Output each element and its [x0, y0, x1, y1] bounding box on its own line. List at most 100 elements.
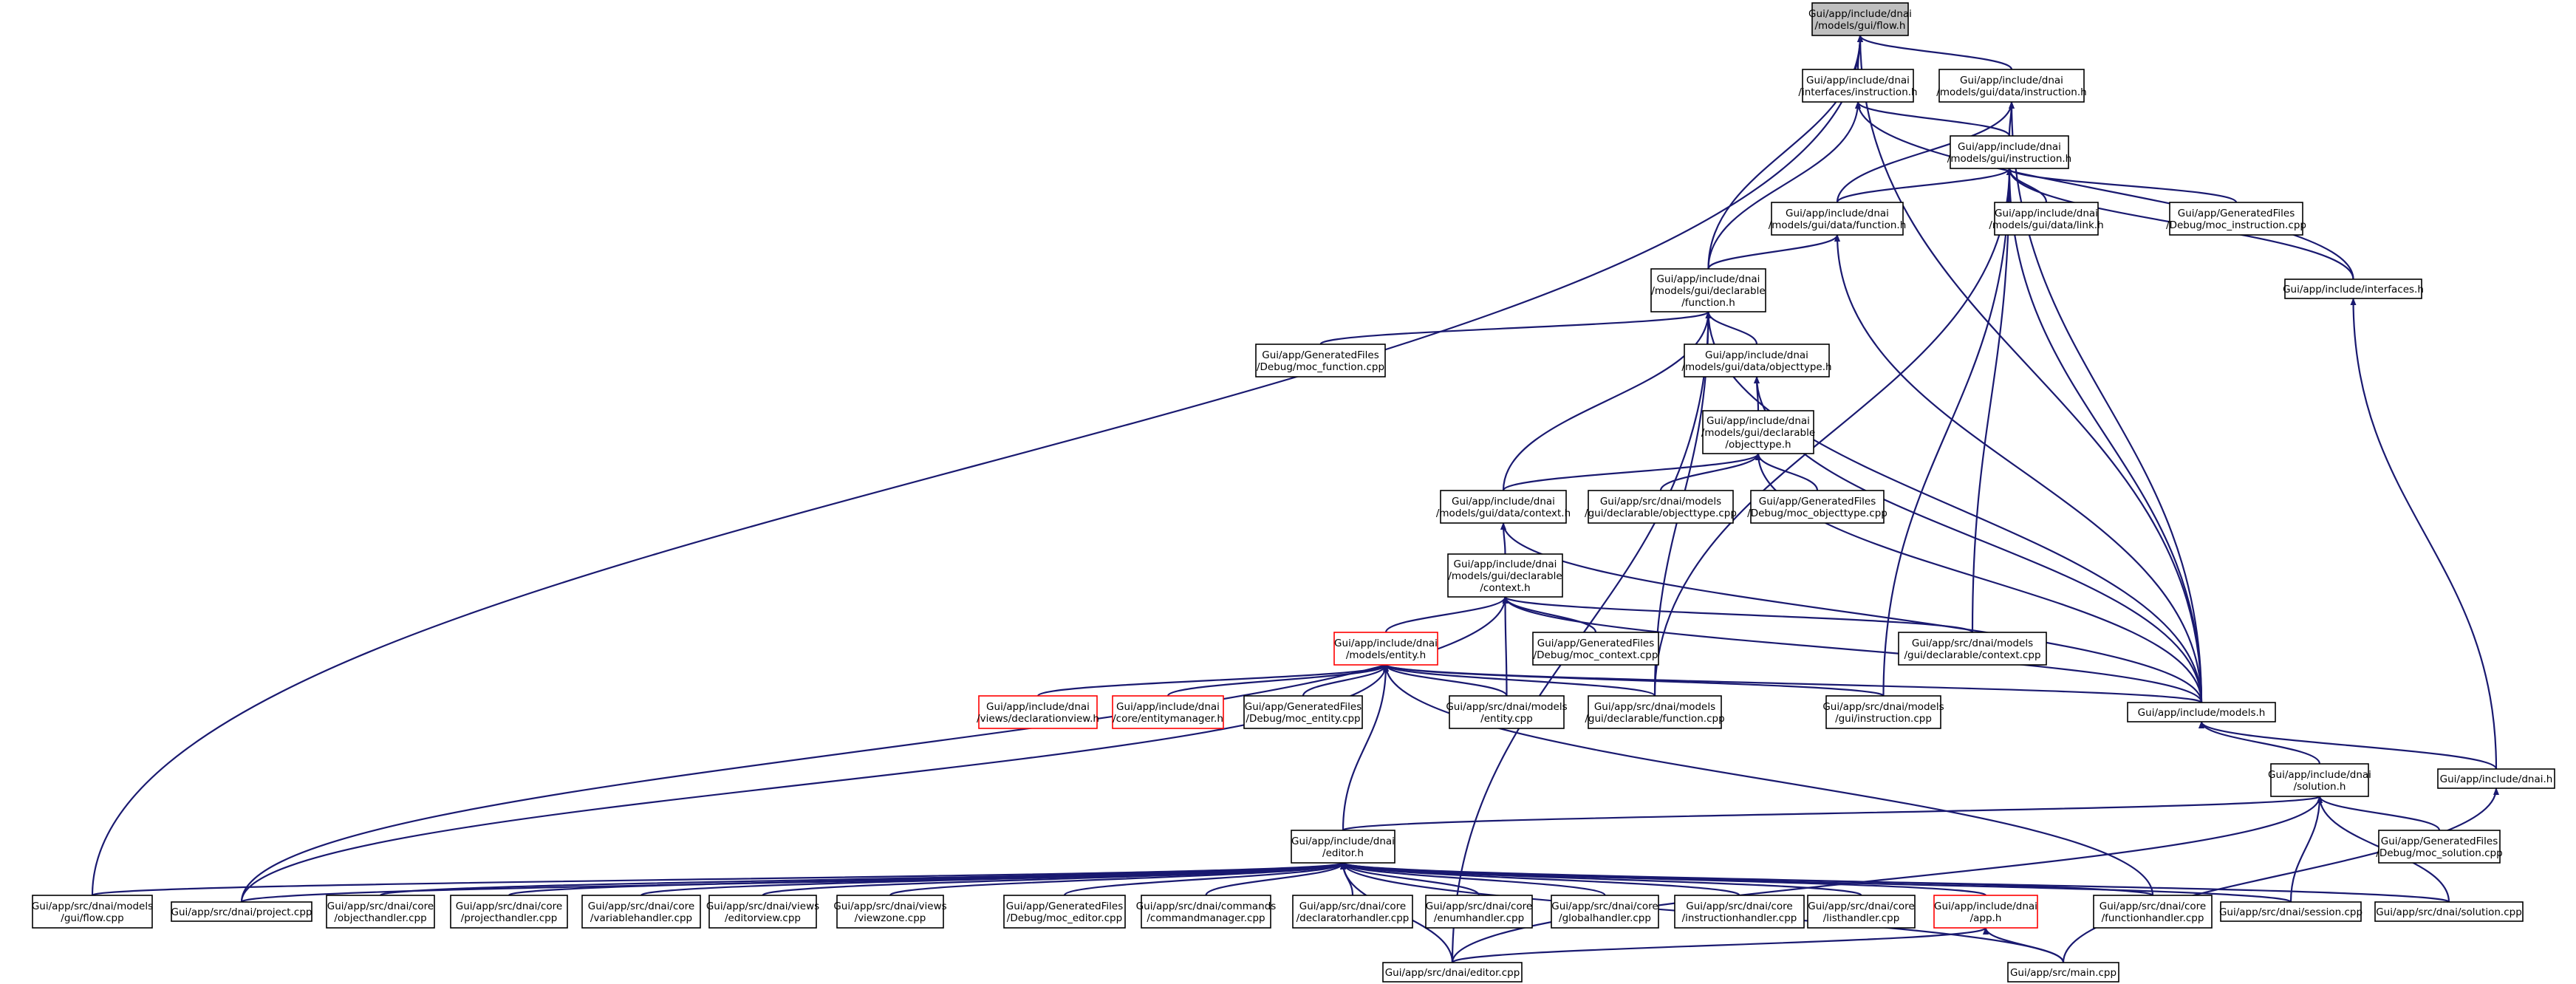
- node-label-line: /models/gui/flow.h: [1814, 20, 1905, 32]
- node-box: [450, 895, 568, 929]
- node-box: [2093, 895, 2213, 929]
- node-src-context-cpp[interactable]: Gui/app/src/dnai/models/gui/declarable/c…: [1898, 632, 2047, 666]
- node-label-line: Gui/app/include/dnai: [1958, 141, 2061, 153]
- node-src-flow-cpp[interactable]: Gui/app/src/dnai/models/gui/flow.cpp: [32, 895, 153, 929]
- node-interfaces-instruction-h[interactable]: Gui/app/include/dnai/interfaces/instruct…: [1798, 69, 1918, 103]
- edge-src_flow_cpp-includes-editor_h: [91, 861, 1346, 897]
- node-label-line: /Debug/moc_context.cpp: [1534, 649, 1658, 661]
- node-declarable-objecttype-h[interactable]: Gui/app/include/dnai/models/gui/declarab…: [1701, 410, 1815, 454]
- node-solution-cpp[interactable]: Gui/app/src/dnai/solution.cpp: [2374, 901, 2524, 922]
- node-declarable-function-h[interactable]: Gui/app/include/dnai/models/gui/declarab…: [1650, 268, 1766, 312]
- node-interfaces-h[interactable]: Gui/app/include/interfaces.h: [2283, 279, 2424, 299]
- node-instructionhandler-cpp[interactable]: Gui/app/src/dnai/core/instructionhandler…: [1674, 895, 1805, 929]
- node-label-line: /functionhandler.cpp: [2102, 912, 2204, 924]
- node-entity-h[interactable]: Gui/app/include/dnai/models/entity.h: [1333, 632, 1438, 666]
- node-label-line: Gui/app/include/dnai: [1706, 415, 1810, 427]
- node-commandmanager-cpp[interactable]: Gui/app/src/dnai/commands/commandmanager…: [1136, 895, 1277, 929]
- node-dnai-h[interactable]: Gui/app/include/dnai.h: [2437, 768, 2555, 789]
- node-variablehandler-cpp[interactable]: Gui/app/src/dnai/core/variablehandler.cp…: [581, 895, 701, 929]
- edge-data_function_h-includes-data_instruction_h: [1836, 101, 2015, 203]
- node-label-line: /editor.h: [1322, 847, 1364, 859]
- node-label-line: Gui/app/include/models.h: [2138, 707, 2266, 719]
- node-box: [1292, 895, 1413, 929]
- edge-solution_cpp-includes-editor_h: [1340, 861, 2450, 903]
- node-label-line: Gui/app/src/main.cpp: [2010, 967, 2117, 979]
- node-label-line: Gui/app/include/dnai: [1452, 496, 1555, 508]
- node-moc-instruction-cpp[interactable]: Gui/app/GeneratedFiles/Debug/moc_instruc…: [2166, 202, 2306, 236]
- node-data-link-h[interactable]: Gui/app/include/dnai/models/gui/data/lin…: [1989, 202, 2104, 236]
- node-session-cpp[interactable]: Gui/app/src/dnai/session.cpp: [2219, 901, 2363, 922]
- node-box: [2169, 202, 2303, 236]
- node-functionhandler-cpp[interactable]: Gui/app/src/dnai/core/functionhandler.cp…: [2093, 895, 2213, 929]
- node-editor-h[interactable]: Gui/app/include/dnai/editor.h: [1291, 830, 1395, 864]
- node-data-context-h[interactable]: Gui/app/include/dnai/models/gui/data/con…: [1436, 490, 1571, 524]
- node-declarationview-h[interactable]: Gui/app/include/dnai/views/declarationvi…: [977, 695, 1099, 729]
- node-listhandler-cpp[interactable]: Gui/app/src/dnai/core/listhandler.cpp: [1807, 895, 1916, 929]
- node-box: [1003, 895, 1126, 929]
- node-data-instruction-h[interactable]: Gui/app/include/dnai/models/gui/data/ins…: [1936, 69, 2087, 103]
- edge-src_function_cpp-includes-entity_h: [1383, 663, 1656, 697]
- node-label-line: /gui/declarable/function.cpp: [1585, 713, 1724, 725]
- node-objecthandler-cpp[interactable]: Gui/app/src/dnai/core/objecthandler.cpp: [326, 895, 435, 929]
- node-viewzone-cpp[interactable]: Gui/app/src/dnai/views/viewzone.cpp: [833, 895, 947, 929]
- node-data-function-h[interactable]: Gui/app/include/dnai/models/gui/data/fun…: [1769, 202, 1907, 236]
- node-gui-instruction-h[interactable]: Gui/app/include/dnai/models/gui/instruct…: [1947, 135, 2071, 169]
- node-main-cpp[interactable]: Gui/app/src/main.cpp: [2007, 962, 2119, 983]
- edge-gui_instruction_h-includes-interfaces_instruction_h: [1855, 101, 2011, 137]
- edge-declarable_function_h-includes-interfaces_instruction_h: [1707, 101, 1861, 270]
- node-enumhandler-cpp[interactable]: Gui/app/src/dnai/core/enumhandler.cpp: [1425, 895, 1533, 929]
- edge-main_cpp-includes-dnai_h: [2062, 787, 2499, 963]
- edge-moc_editor_cpp-includes-editor_h: [1063, 861, 1346, 897]
- edge-session_cpp-includes-solution_h: [2289, 796, 2323, 903]
- edge-models_h-includes-declarable_function_h: [1705, 311, 2203, 703]
- node-label-line: Gui/app/include/dnai: [1334, 638, 1438, 649]
- node-moc-editor-cpp[interactable]: Gui/app/GeneratedFiles/Debug/moc_editor.…: [1003, 895, 1126, 929]
- node-project-cpp[interactable]: Gui/app/src/dnai/project.cpp: [171, 901, 312, 922]
- node-moc-function-cpp[interactable]: Gui/app/GeneratedFiles/Debug/moc_functio…: [1255, 344, 1386, 377]
- edge-enumhandler_cpp-includes-editor_h: [1340, 862, 1480, 896]
- node-moc-objecttype-cpp[interactable]: Gui/app/GeneratedFiles/Debug/moc_objectt…: [1747, 490, 1887, 524]
- node-label-line: Gui/app/include/interfaces.h: [2283, 284, 2424, 295]
- edge-editor_h-includes-solution_h: [1342, 795, 2323, 832]
- node-moc-solution-cpp[interactable]: Gui/app/GeneratedFiles/Debug/moc_solutio…: [2376, 830, 2503, 864]
- node-models-h[interactable]: Gui/app/include/models.h: [2127, 702, 2276, 722]
- node-box: [1532, 632, 1659, 666]
- node-src-instruction-cpp[interactable]: Gui/app/src/dnai/models/gui/instruction.…: [1822, 695, 1944, 729]
- node-editor-cpp[interactable]: Gui/app/src/dnai/editor.cpp: [1382, 962, 1523, 983]
- node-label-line: Gui/app/GeneratedFiles: [2381, 836, 2498, 847]
- node-label-line: Gui/app/include/dnai: [2268, 769, 2371, 781]
- node-src-function-cpp[interactable]: Gui/app/src/dnai/models/gui/declarable/f…: [1585, 695, 1725, 729]
- edge-src_entity_cpp-includes-declarable_context_h: [1502, 596, 1509, 697]
- node-label-line: Gui/app/include/dnai: [1995, 208, 2098, 219]
- node-solution-h[interactable]: Gui/app/include/dnai/solution.h: [2268, 763, 2371, 797]
- node-src-objecttype-cpp[interactable]: Gui/app/src/dnai/models/gui/declarable/o…: [1585, 490, 1737, 524]
- node-label-line: /app.h: [1970, 912, 2002, 924]
- edge-models_h-includes-flow_h: [1857, 35, 2203, 703]
- node-label-line: Gui/app/src/dnai/models: [32, 901, 153, 912]
- node-box: [2007, 962, 2119, 983]
- node-moc-context-cpp[interactable]: Gui/app/GeneratedFiles/Debug/moc_context…: [1532, 632, 1659, 666]
- node-globalhandler-cpp[interactable]: Gui/app/src/dnai/core/globalhandler.cpp: [1551, 895, 1659, 929]
- node-box: [1291, 830, 1395, 864]
- node-box: [1382, 962, 1523, 983]
- node-declaratorhandler-cpp[interactable]: Gui/app/src/dnai/core/declaratorhandler.…: [1292, 895, 1413, 929]
- node-projecthandler-cpp[interactable]: Gui/app/src/dnai/core/projecthandler.cpp: [450, 895, 568, 929]
- node-entitymanager-h[interactable]: Gui/app/include/dnai/core/entitymanager.…: [1112, 695, 1224, 729]
- node-label-line: Gui/app/src/dnai/models: [1822, 701, 1944, 713]
- node-editorview-cpp[interactable]: Gui/app/src/dnai/views/editorview.cpp: [706, 895, 819, 929]
- node-box: [32, 895, 153, 929]
- node-declarable-context-h[interactable]: Gui/app/include/dnai/models/gui/declarab…: [1447, 553, 1563, 598]
- node-label-line: Gui/app/src/dnai/commands: [1136, 901, 1277, 912]
- edge-dnai_h-includes-interfaces_h: [2350, 298, 2498, 770]
- node-box: [1650, 268, 1766, 312]
- edge-src_context_cpp-includes-gui_instruction_h: [1971, 168, 2012, 633]
- node-label-line: /Debug/moc_function.cpp: [1257, 361, 1384, 373]
- node-label-line: Gui/app/include/dnai: [986, 701, 1090, 713]
- node-moc-entity-cpp[interactable]: Gui/app/GeneratedFiles/Debug/moc_entity.…: [1243, 695, 1363, 729]
- node-label-line: /Debug/moc_editor.cpp: [1007, 912, 1122, 924]
- node-app-h[interactable]: Gui/app/include/dnai/app.h: [1933, 895, 2038, 929]
- edge-src_function_cpp-includes-gui_instruction_h: [1653, 168, 2012, 697]
- node-data-objecttype-h[interactable]: Gui/app/include/dnai/models/gui/data/obj…: [1681, 344, 1832, 377]
- node-src-entity-cpp[interactable]: Gui/app/src/dnai/models/entity.cpp: [1446, 695, 1568, 729]
